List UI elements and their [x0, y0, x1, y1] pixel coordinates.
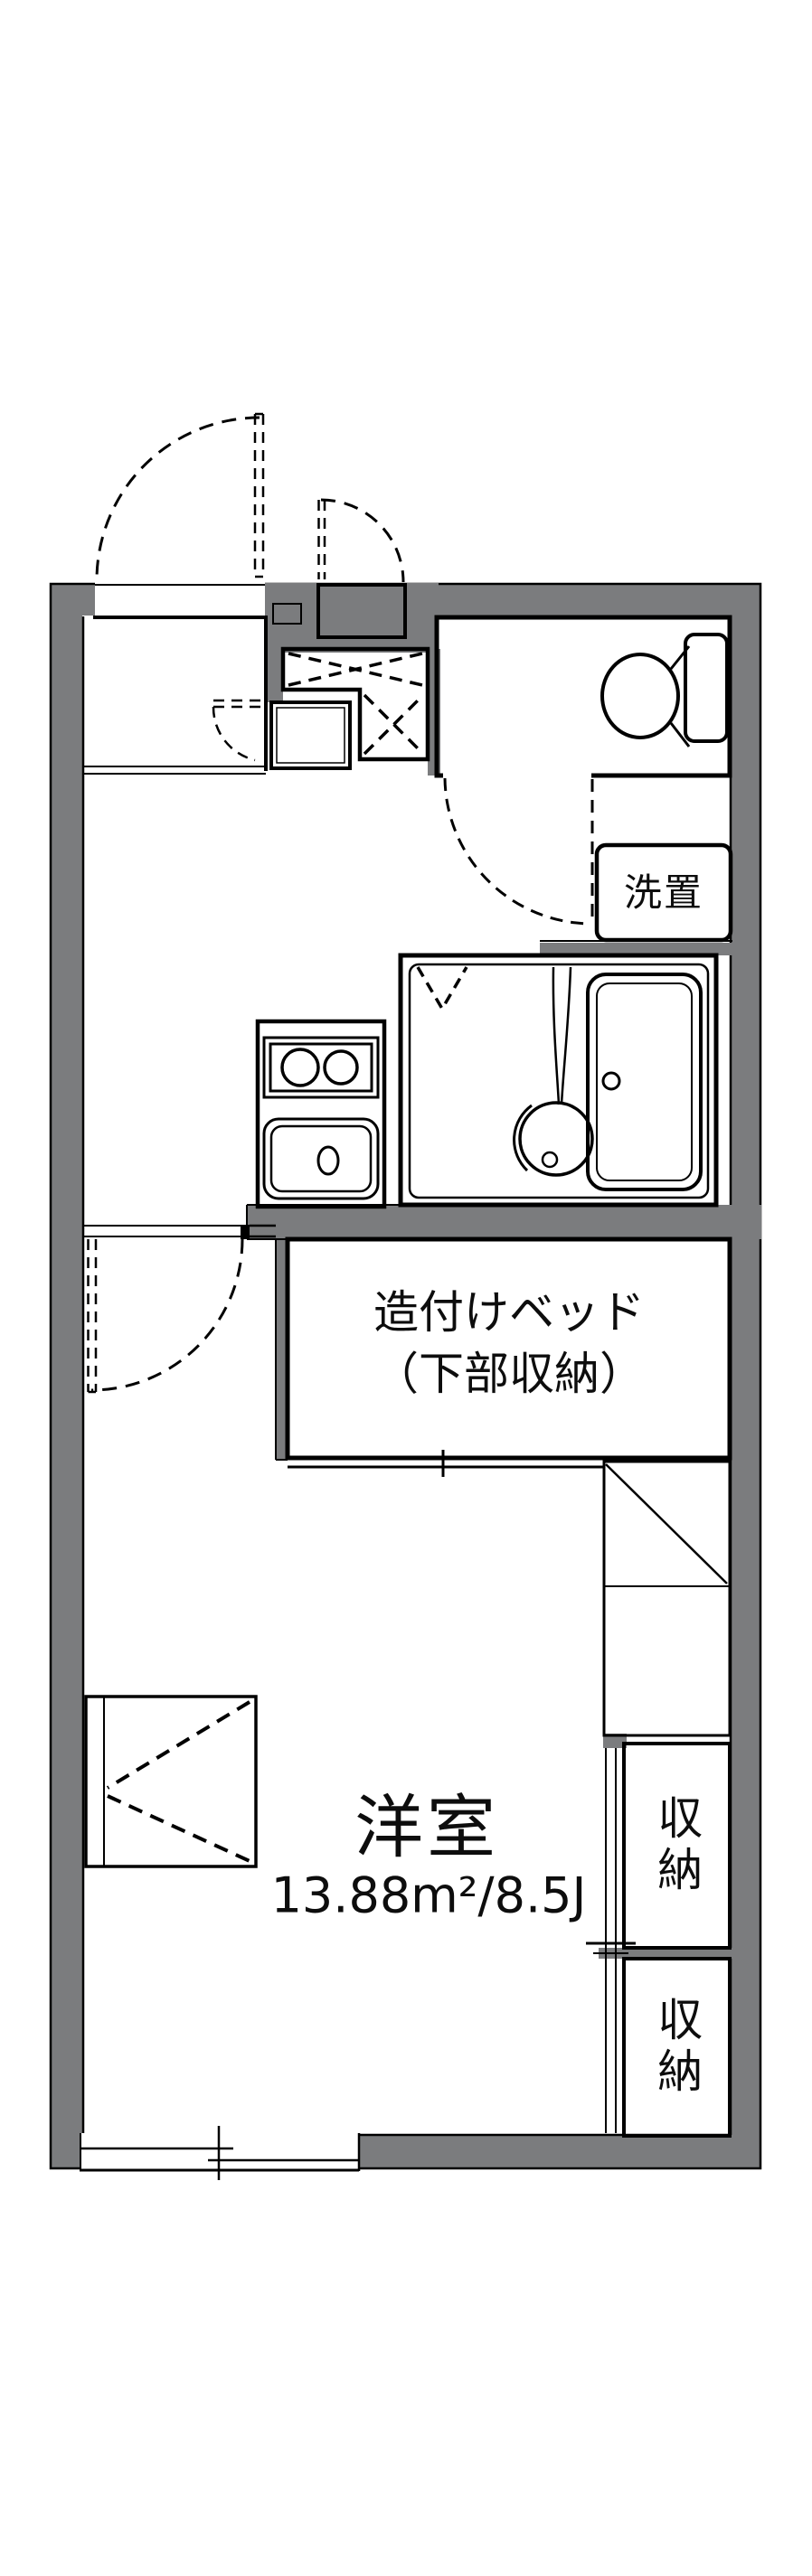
room-size-label: 13.88m²/8.5J	[270, 1866, 587, 1924]
storage-closet-bottom	[622, 1957, 732, 2138]
storage-closet-top	[622, 1742, 732, 1950]
living-room-door	[83, 1224, 276, 1394]
stove-burner-right	[323, 1049, 359, 1086]
bed-label-line2: （下部収納）	[373, 1347, 645, 1400]
bathroom	[398, 953, 719, 1208]
wall-openings	[80, 579, 359, 2173]
entrance-door-swing	[95, 412, 265, 581]
bed-label-line1: 造付けベッド	[373, 1285, 645, 1339]
interior-walls	[246, 583, 761, 1959]
stove	[262, 1036, 380, 1099]
washer-space	[594, 842, 733, 943]
shower-hose	[552, 966, 572, 1105]
living-door-swing	[87, 1238, 244, 1394]
toilet-fixture	[600, 633, 729, 747]
door-pocket-notch	[272, 603, 302, 625]
bathtub-drain	[601, 1071, 621, 1091]
storage-top-label: 収納	[650, 1794, 703, 1897]
storage-bottom-label: 収納	[650, 1996, 703, 2099]
kitchen-sink	[262, 1117, 380, 1200]
meter-box-door-swing	[317, 498, 405, 583]
toilet-room	[434, 615, 732, 778]
washer-space-label: 洗置	[623, 870, 704, 915]
shoe-storage-door-swing	[212, 699, 268, 762]
bath-folding-door	[416, 966, 468, 1012]
folding-table	[84, 1695, 258, 1868]
bathtub	[586, 973, 703, 1191]
overhead-cabinet	[280, 646, 430, 762]
kitchen-counter	[255, 1019, 387, 1209]
stove-burner-left	[280, 1048, 320, 1087]
refrigerator-space	[602, 1460, 732, 1737]
meter-box	[316, 583, 407, 639]
built-in-bed	[285, 1236, 732, 1477]
toilet-door-swing	[443, 777, 594, 926]
shoe-storage	[269, 700, 352, 770]
sliding-window	[80, 2126, 361, 2180]
room-name-label: 洋室	[354, 1787, 499, 1868]
closet-sliding-doors	[586, 1748, 636, 2133]
shower-stool	[513, 1101, 594, 1177]
entrance-hall	[83, 584, 302, 775]
sink-drain	[316, 1145, 340, 1176]
door-jamb	[241, 1225, 250, 1239]
toilet-doorway	[443, 771, 591, 778]
entrance-opening	[95, 579, 265, 619]
